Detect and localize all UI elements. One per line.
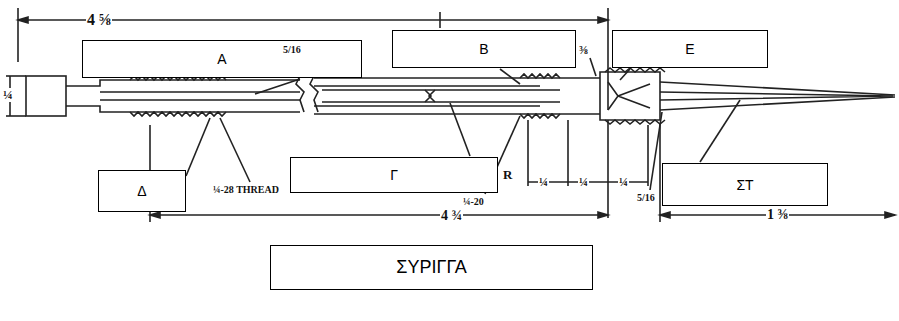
dimension-label: R xyxy=(502,168,513,182)
part-letter: Δ xyxy=(137,183,146,199)
label-box: Ε xyxy=(612,30,768,68)
dimension-label: 4 ¾ xyxy=(440,208,463,223)
part-letter: ΣΥΡΙΓΓΑ xyxy=(396,257,466,278)
dimension-label: ¼ xyxy=(618,176,629,189)
part-letter: Ε xyxy=(685,41,694,57)
label-box: Β xyxy=(392,30,576,68)
dimension-label: ¼ xyxy=(2,88,14,102)
label-box: ΣΤ xyxy=(662,163,828,206)
dimension-label: 5/16 xyxy=(636,192,656,203)
part-letter: Β xyxy=(479,41,488,57)
part-letter: Γ xyxy=(390,167,398,183)
dimension-label: ¼-20 xyxy=(462,196,485,207)
dimension-label: 4 ⅝ xyxy=(86,11,112,29)
dimension-label: ¼ xyxy=(538,176,549,189)
label-box: Α xyxy=(82,40,362,78)
label-box: Γ xyxy=(290,157,498,193)
part-letter: Α xyxy=(217,51,226,67)
dimension-label: ⅜ xyxy=(578,44,589,57)
part-letter: ΣΤ xyxy=(736,177,753,193)
dimension-label: ¼ xyxy=(578,176,589,189)
label-box: ΣΥΡΙΓΓΑ xyxy=(270,245,593,290)
dimension-label: 1 ⅜ xyxy=(766,207,789,222)
dimension-label: ¼-28 THREAD xyxy=(212,184,280,195)
label-box: Δ xyxy=(98,170,186,212)
dimension-label: 5/16 xyxy=(282,44,302,55)
